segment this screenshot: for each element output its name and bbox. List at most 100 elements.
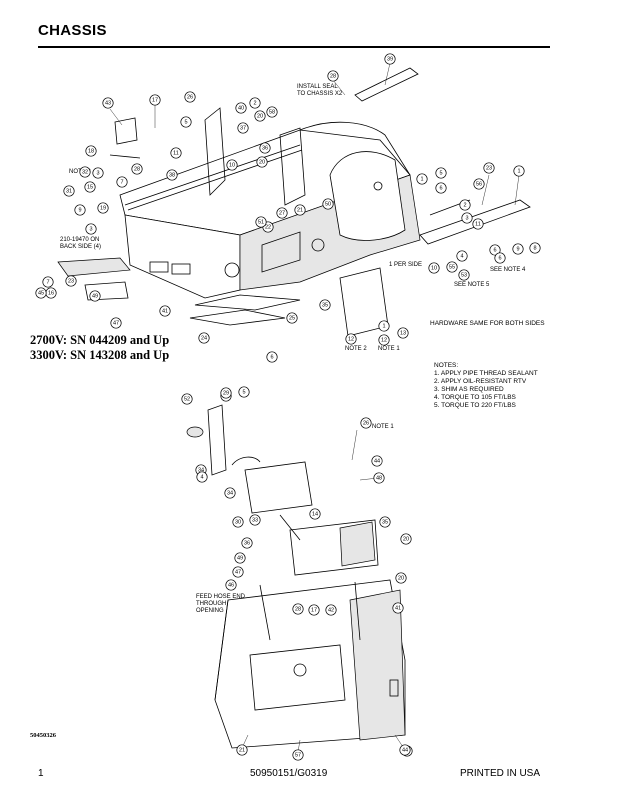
callout-number: 47	[113, 320, 119, 326]
callout-balloon: 26	[360, 417, 372, 429]
callout-number: 24	[201, 335, 207, 341]
callout-number: 13	[400, 330, 406, 336]
serial-range-3300v: 3300V: SN 143208 and Up	[30, 348, 170, 362]
feed-hose-label-1: FEED HOSE END	[196, 594, 246, 600]
note-item: 1. APPLY PIPE THREAD SEALANT	[434, 370, 538, 377]
callout-balloon: 41	[159, 305, 171, 317]
title-divider	[38, 46, 550, 48]
feed-hose-label-2: THROUGH TANK	[196, 601, 244, 607]
callout-balloon: 30	[232, 516, 244, 528]
note-item: 5. TORQUE TO 220 FT/LBS	[434, 402, 516, 409]
callout-number: 48	[376, 475, 382, 481]
callout-number: 46	[228, 582, 234, 588]
callout-balloon: 47	[232, 566, 244, 578]
callout-number: 17	[311, 607, 317, 613]
callout-number: 27	[279, 210, 285, 216]
callout-balloon: 7	[116, 176, 128, 188]
note-item: 3. SHIM AS REQUIRED	[434, 386, 504, 393]
callout-balloon: 35	[319, 299, 331, 311]
callout-number: 1	[382, 323, 385, 329]
callout-balloon: 17	[308, 604, 320, 616]
callout-number: 18	[88, 148, 94, 154]
callout-balloon: 33	[249, 514, 261, 526]
callout-number: 20	[259, 159, 265, 165]
callout-number: 51	[258, 219, 264, 225]
callout-number: 9	[516, 246, 519, 252]
callout-number: 44	[402, 747, 408, 753]
callout-number: 6	[493, 247, 496, 253]
callout-number: 8	[533, 245, 536, 251]
callout-number: 21	[297, 207, 303, 213]
callout-balloon: 52	[181, 393, 193, 405]
callout-number: 11	[173, 150, 179, 156]
callout-balloon: 2	[249, 97, 261, 109]
callout-balloon: 23	[65, 275, 77, 287]
callout-number: 23	[68, 278, 74, 284]
hardware-note: HARDWARE SAME FOR BOTH SIDES	[430, 320, 545, 327]
callout-number: 42	[328, 607, 334, 613]
callout-number: 16	[48, 290, 54, 296]
callout-balloon: 9	[512, 243, 524, 255]
serial-range-2700v: 2700V: SN 044209 and Up	[30, 333, 170, 347]
callout-number: 3	[96, 170, 99, 176]
callout-number: 41	[162, 308, 168, 314]
callout-balloon: 51	[255, 216, 267, 228]
notes-block: NOTES: 1. APPLY PIPE THREAD SEALANT 2. A…	[434, 362, 538, 410]
callout-number: 20	[398, 575, 404, 581]
feed-hose-label-3: OPENING	[196, 608, 224, 614]
callout-balloon: 47	[110, 317, 122, 329]
callout-balloon: 48	[373, 472, 385, 484]
callout-balloon: 37	[237, 122, 249, 134]
callout-balloon: 5	[180, 116, 192, 128]
callout-number: 52	[184, 396, 190, 402]
callout-number: 7	[120, 179, 123, 185]
note1-bottom-label: NOTE 1	[378, 346, 400, 352]
callout-number: 3	[89, 226, 92, 232]
callout-number: 47	[235, 569, 241, 575]
callout-balloon: 40	[235, 102, 247, 114]
callout-balloon: 41	[392, 602, 404, 614]
callout-balloon: 36	[259, 142, 271, 154]
callout-number: 38	[169, 172, 175, 178]
callout-balloon: 1	[513, 165, 525, 177]
doc-number: 50950151/G0319	[250, 768, 328, 779]
callout-balloon: 45	[35, 287, 47, 299]
note2-label: NOTE 2	[345, 346, 367, 352]
callout-number: 23	[486, 165, 492, 171]
callout-number: 10	[229, 162, 235, 168]
upper-chassis-frame	[57, 67, 531, 337]
callout-balloon: 18	[85, 145, 97, 157]
callout-number: 26	[363, 420, 369, 426]
see-note-5-label: SEE NOTE 5	[454, 282, 490, 288]
callout-balloon: 11	[472, 218, 484, 230]
callout-balloon: 38	[166, 169, 178, 181]
callout-number: 17	[152, 97, 158, 103]
callout-balloon: 44	[371, 455, 383, 467]
callout-number: 34	[227, 490, 233, 496]
callout-balloon: 21	[236, 744, 248, 756]
callout-number: 2	[463, 202, 466, 208]
callout-balloon: 26	[184, 91, 196, 103]
page-title: CHASSIS	[38, 22, 107, 39]
drawing-code: 50450326	[30, 732, 56, 739]
to-chassis-label: TO CHASSIS X2	[297, 91, 343, 97]
callout-number: 4	[460, 253, 463, 259]
callout-number: 25	[289, 315, 295, 321]
callout-balloon: 10	[226, 159, 238, 171]
callout-balloon: 1	[378, 320, 390, 332]
callout-number: 9	[78, 207, 81, 213]
callout-balloon: 6	[435, 182, 447, 194]
callout-number: 7	[46, 279, 49, 285]
callout-balloon: 3	[92, 167, 104, 179]
callout-number: 44	[374, 458, 380, 464]
callout-number: 5	[242, 389, 245, 395]
callout-number: 28	[295, 606, 301, 612]
callout-balloon: 15	[84, 181, 96, 193]
callout-number: 30	[235, 519, 241, 525]
callout-balloon: 7	[42, 276, 54, 288]
callout-balloon: 56	[473, 178, 485, 190]
callout-number: 22	[265, 224, 271, 230]
note-item: 4. TORQUE TO 105 FT/LBS	[434, 394, 516, 401]
callout-balloon: 43	[102, 97, 114, 109]
